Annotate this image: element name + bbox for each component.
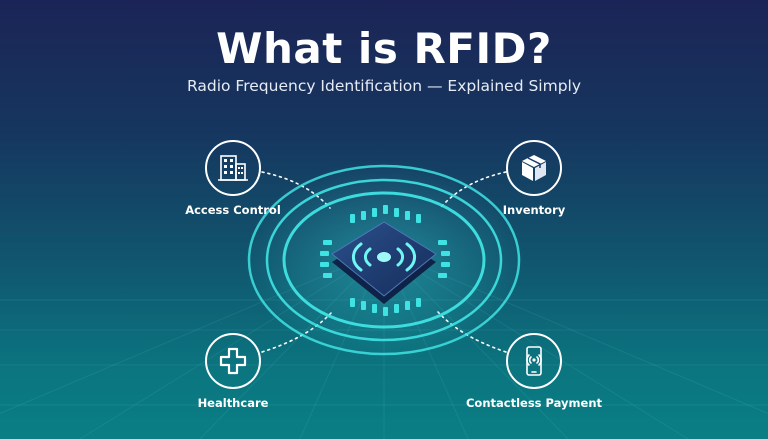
medical-cross-icon [219,347,247,375]
chip-pins [320,205,450,316]
package-icon [522,155,546,181]
signal-rings [247,164,521,356]
healthcare-label: Healthcare [197,396,269,410]
inventory-node [506,140,562,196]
smartphone-nfc-icon [526,346,542,376]
page-subtitle: Radio Frequency Identification — Explain… [186,77,582,95]
inventory-label: Inventory [502,203,566,217]
contactless-payment-node [506,333,562,389]
rfid-chip-icon [331,221,437,304]
building-icon [218,155,248,181]
contactless-payment-label: Contactless Payment [465,396,603,410]
page-title: What is RFID? [216,24,552,73]
healthcare-node [205,333,261,389]
access-control-node [205,140,261,196]
access-control-label: Access Control [185,203,281,217]
